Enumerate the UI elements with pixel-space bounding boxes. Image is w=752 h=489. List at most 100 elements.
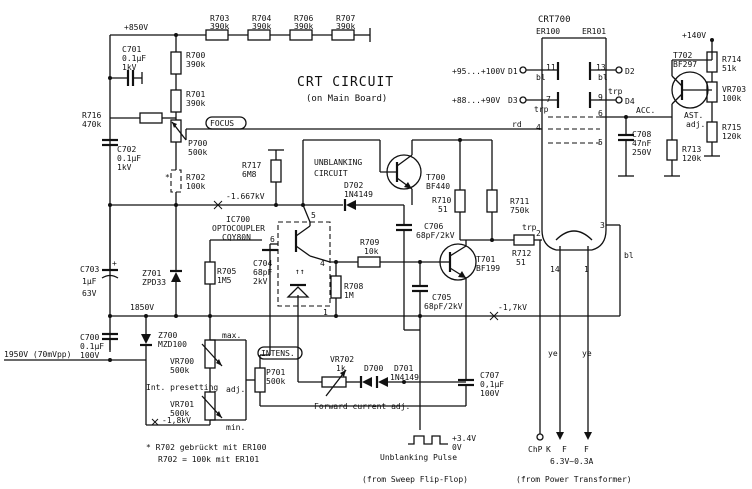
vr700-val: 500k <box>170 366 189 375</box>
r704-resistor <box>247 29 271 41</box>
ast-label: AST. <box>684 111 703 120</box>
c707-val: 0,1µF <box>480 380 504 389</box>
r716-val: 470k <box>82 120 101 129</box>
r702-resistor <box>170 169 182 193</box>
c708-volt: 250V <box>632 148 651 157</box>
d702-diode: D702 1N4149 <box>343 181 404 211</box>
r701-ref: R701 <box>186 90 205 99</box>
c702-val: 0.1µF <box>117 154 141 163</box>
c702-capacitor: C702 0.1µF 1kV <box>102 138 141 172</box>
rail-18kv-label: -1,8kV <box>162 416 191 425</box>
c701-ref: C701 <box>122 45 141 54</box>
r715-resistor <box>706 121 718 143</box>
svg-text:INTENS.: INTENS. <box>261 349 295 358</box>
r714-val: 51k <box>722 64 737 73</box>
d1-terminal <box>519 66 527 74</box>
c700-ref: C700 <box>80 333 99 342</box>
min-label: min. <box>226 423 245 432</box>
crt-er100: ER100 <box>536 27 560 36</box>
z700-ref: Z700 <box>158 331 177 340</box>
ic700-pin5: 5 <box>311 211 316 220</box>
c706-ref: C706 <box>424 222 443 231</box>
ast-adj-label: adj. <box>686 120 705 129</box>
c705-capacitor: C705 68pF/2kV <box>412 260 463 316</box>
d4-terminal <box>615 96 623 104</box>
r708-val: 1M <box>344 291 354 300</box>
acc-label: ACC. <box>636 106 655 115</box>
d3-terminal <box>519 96 527 104</box>
f1-label: F <box>562 445 567 454</box>
vr702-ref: VR702 <box>330 355 354 364</box>
pin1: 1 <box>584 265 589 274</box>
r709-ref: R709 <box>360 238 379 247</box>
f2-label: F <box>584 445 589 454</box>
crt700-tube: CRT700 ER100 ER101 11 13 7 9 6 4 5 2 3 1… <box>536 15 607 274</box>
r715-ref: R715 <box>722 123 741 132</box>
pin5: 5 <box>598 138 603 147</box>
r716-resistor <box>139 112 163 124</box>
rail-1667kv: -1.667kV <box>110 192 343 210</box>
r703-ref: R703 <box>210 14 229 23</box>
focus-tag: FOCUS <box>210 119 234 128</box>
r712-resistor: R712 51 trp <box>510 223 542 267</box>
ic700-type: OPTOCOUPLER <box>212 224 265 233</box>
hv-rail-top: +850V R703 390k R704 390k R706 390k R707… <box>110 14 371 42</box>
rail-17kv-label: -1,7kV <box>498 303 527 312</box>
t702-val: BF297 <box>673 60 697 69</box>
t700-val: BF440 <box>426 182 450 191</box>
d700-ref: D700 <box>364 364 383 373</box>
c705-ref: C705 <box>432 293 451 302</box>
c700-capacitor: C700 0.1µF 100V <box>80 332 118 360</box>
c703-val: 1µF <box>82 277 97 286</box>
r714-ref: R714 <box>722 55 741 64</box>
pulse-level: +3.4V <box>452 434 476 443</box>
vr702-forward-current: VR702 1k D700 D701 1N4149 Forward curren… <box>297 306 466 411</box>
vr700-pot <box>204 339 216 369</box>
unblanking-pulse-input: +3.4V 0V Unblanking Pulse (from Sweep Fl… <box>362 316 476 484</box>
c700-volt: 100V <box>80 351 99 360</box>
chp-terminal <box>536 433 544 441</box>
c704-volt: 2kV <box>253 277 268 286</box>
r700-resistor <box>170 51 182 75</box>
c707-capacitor: C707 0,1µF 100V <box>458 371 504 406</box>
vr701-pot <box>204 391 216 421</box>
r700-val: 390k <box>186 60 205 69</box>
c706-val: 68pF/2kV <box>416 231 455 240</box>
r707-ref: R707 <box>336 14 355 23</box>
c704-capacitor: C704 68pF 2kV <box>253 248 278 286</box>
c706-capacitor: C706 68pF/2kV <box>396 222 455 330</box>
c701-capacitor: C701 0.1µF 1kV <box>110 45 146 86</box>
r704-val: 390k <box>252 22 271 31</box>
r701-resistor <box>170 89 182 113</box>
d4-label: D4 <box>625 97 635 106</box>
d3-trp: trp <box>534 105 549 114</box>
power-source-label: (from Power Transformer) <box>516 475 632 484</box>
unblanking-pulse-label: Unblanking Pulse <box>380 453 457 462</box>
pin14: 14 <box>550 265 560 274</box>
c700-val: 0.1µF <box>80 342 104 351</box>
pin3-wire: bl <box>540 128 634 317</box>
pin9: 9 <box>598 93 603 102</box>
r713-resistor <box>666 139 678 161</box>
d3-voltage: +88...+90V <box>452 96 500 105</box>
r703-val: 390k <box>210 22 229 31</box>
r710-ref: R710 <box>432 196 451 205</box>
d700-val: 1N4149 <box>390 373 419 382</box>
p700-ref: P700 <box>188 139 207 148</box>
focus-divider: R700 390k R701 390k P700 500k * R702 100… <box>110 33 207 205</box>
t701-ref: T701 <box>476 255 495 264</box>
c708-val: 47nF <box>632 139 651 148</box>
ic700-ref: IC700 <box>226 215 250 224</box>
int-presetting-label: Int. presetting <box>146 383 218 392</box>
r705-val: 1M5 <box>217 276 232 285</box>
z701-zener: Z701 ZPD33 <box>142 205 182 316</box>
r702-asterisk: * <box>165 173 170 182</box>
d1-voltage: +95...+100V <box>452 67 505 76</box>
t701-val: BF199 <box>476 264 500 273</box>
r711-ref: R711 <box>510 197 529 206</box>
p701-val: 500k <box>266 377 285 386</box>
r708-ref: R708 <box>344 282 363 291</box>
c707-volt: 100V <box>480 389 499 398</box>
vr702-val: 1k <box>336 364 346 373</box>
diagram-title: CRT CIRCUIT <box>297 75 394 90</box>
